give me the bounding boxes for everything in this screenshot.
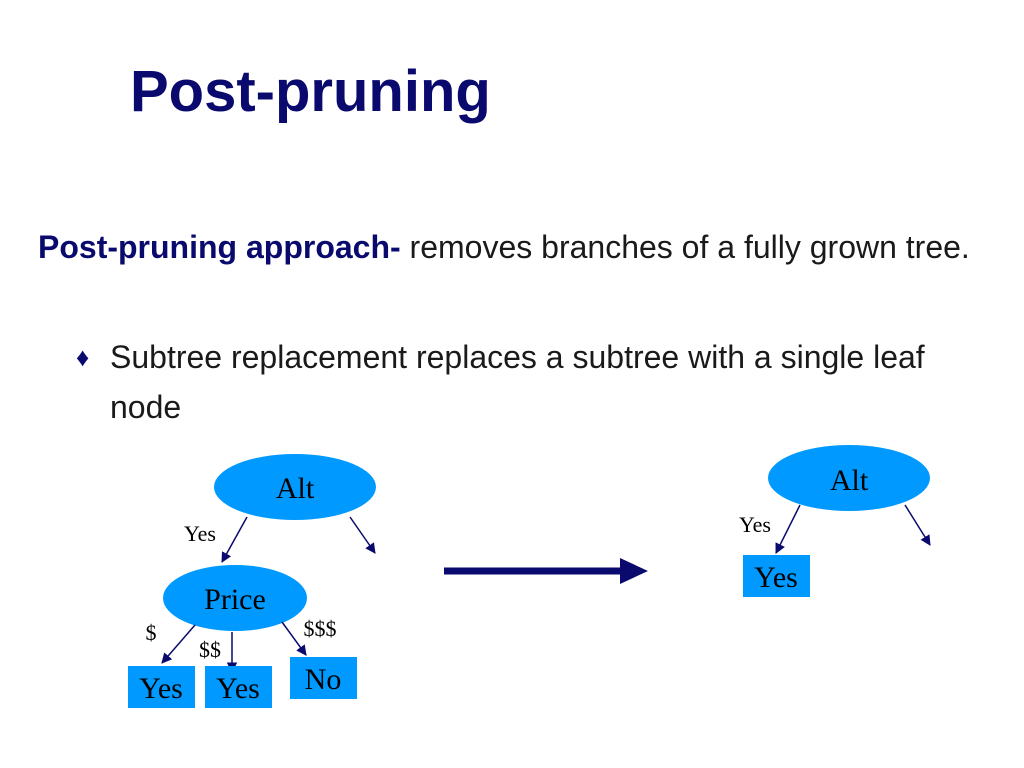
sub-bullet: ♦ Subtree replacement replaces a subtree… (76, 332, 936, 432)
right-root-node (768, 445, 930, 511)
right-leaf-label: Yes (754, 561, 798, 594)
left-root-yes-edge (221, 516, 248, 563)
leaf-1-label: Yes (139, 672, 183, 705)
right-root-other-edge (904, 504, 931, 546)
left-tree: Alt Yes Price $ $$ $$$ Yes Yes No (128, 454, 376, 708)
diamond-bullet-icon: ♦ (76, 342, 90, 372)
right-root-yes-label: Yes (739, 512, 771, 537)
sub-bullet-text: Subtree replacement replaces a subtree w… (110, 339, 925, 425)
right-leaf (743, 555, 810, 597)
left-root-yes-label: Yes (184, 521, 216, 546)
slide-title: Post-pruning (130, 59, 491, 124)
leaf-3 (290, 657, 357, 699)
main-bullet-text: removes branches of a fully grown tree. (409, 229, 970, 265)
price-node (163, 565, 307, 631)
left-root-node (214, 454, 376, 520)
left-root-label: Alt (276, 472, 315, 505)
transform-arrow (444, 558, 648, 584)
leaf-2 (205, 666, 272, 708)
price-edge-1 (161, 624, 196, 664)
main-bullet-lead: Post-pruning approach- (38, 229, 401, 265)
right-root-yes-edge (775, 504, 801, 554)
price-label: Price (204, 583, 266, 616)
left-root-other-edge (349, 516, 376, 554)
right-root-label: Alt (830, 464, 869, 497)
price-edge-3 (281, 621, 307, 656)
price-edge-3-label: $$$ (304, 616, 337, 641)
right-tree: Alt Yes Yes (739, 445, 931, 597)
leaf-3-label: No (305, 663, 342, 696)
price-edge-2-label: $$ (199, 637, 221, 662)
transform-arrow-head (620, 558, 648, 584)
leaf-1 (128, 666, 195, 708)
leaf-2-label: Yes (216, 672, 260, 705)
price-edge-1-label: $ (146, 620, 157, 645)
main-bullet: Post-pruning approach- removes branches … (38, 222, 1024, 272)
